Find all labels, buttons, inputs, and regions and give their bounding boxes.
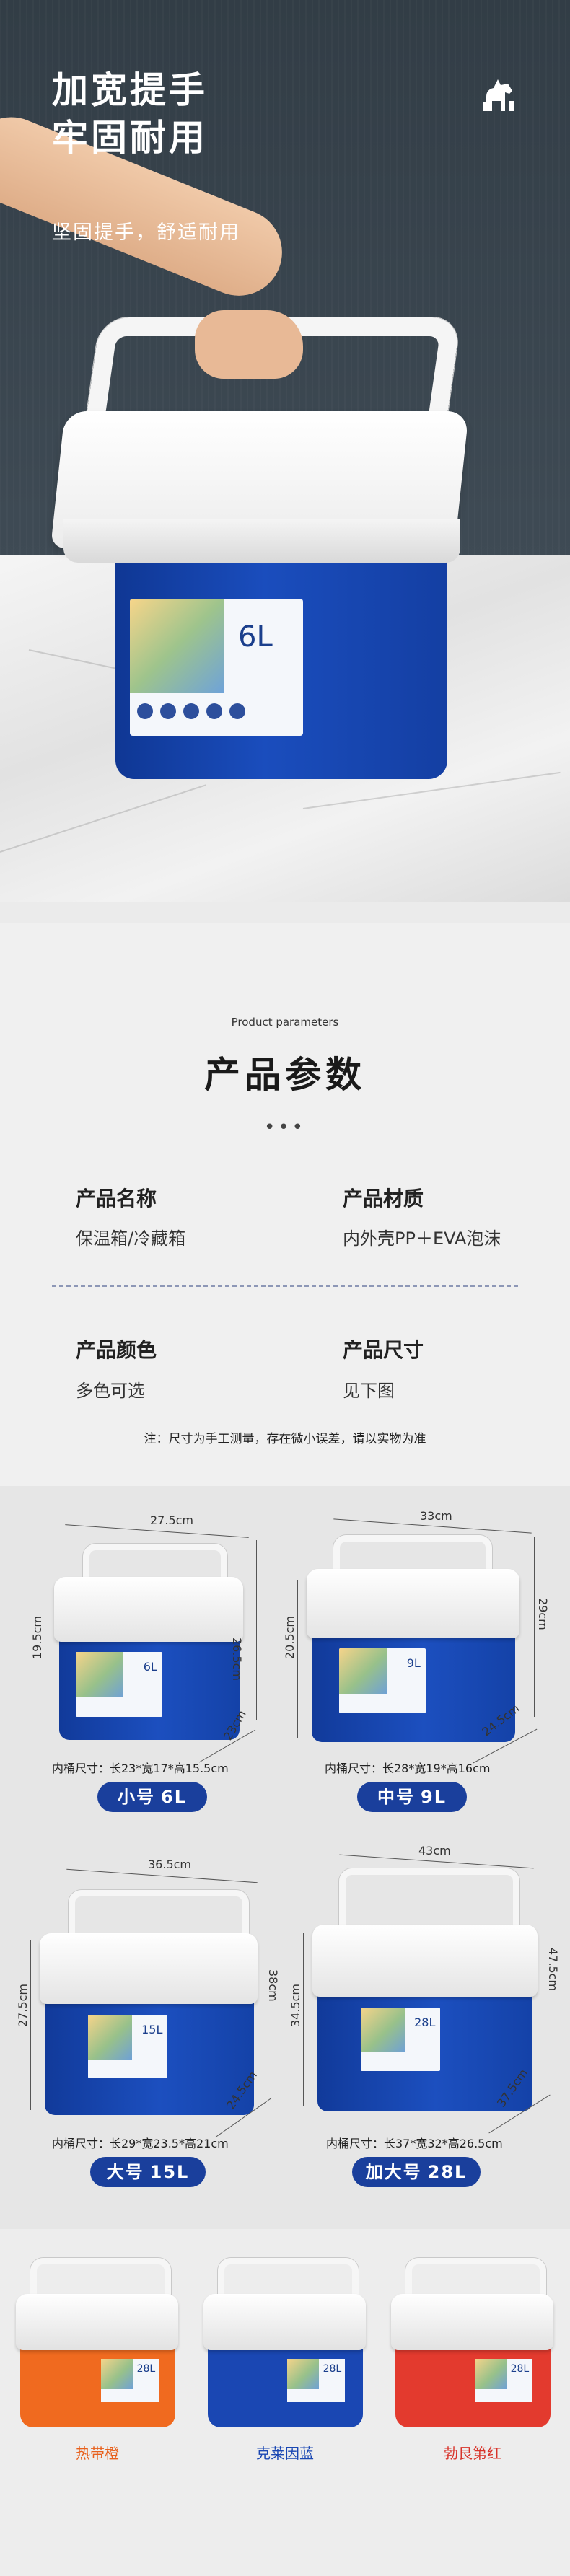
height-dimension-line — [534, 1537, 535, 1717]
family-photo — [88, 2015, 132, 2060]
total-height-dimension: 47.5cm — [546, 1948, 560, 1992]
cooler-sticker: 28L — [287, 2359, 345, 2402]
cooler-volume-label: 9L — [406, 1656, 421, 1670]
body-height-dimension-line — [297, 1580, 298, 1738]
hero-title-line1: 加宽提手 — [52, 69, 208, 111]
hero-title-line2: 牢固耐用 — [52, 117, 208, 159]
feature-icon — [229, 703, 245, 719]
inner-size: 内桶尺寸：长37*宽32*高26.5cm — [326, 2137, 503, 2150]
param-value-size: 见下图 — [343, 1381, 395, 1401]
cooler-volume-label: 28L — [414, 2015, 436, 2029]
cooler-volume-label: 28L — [323, 2363, 342, 2375]
body-height-dimension: 27.5cm — [16, 1983, 30, 2027]
inner-size: 内桶尺寸：长23*宽17*高15.5cm — [52, 1762, 229, 1775]
body-height-dimension: 34.5cm — [289, 1983, 302, 2027]
feature-icon — [137, 703, 153, 719]
cooler-sticker: 28L — [475, 2359, 532, 2402]
params-divider — [52, 1285, 518, 1287]
height-dimension-line — [256, 1540, 257, 1720]
cooler-sticker: 28L — [101, 2359, 159, 2402]
cooler-lid — [203, 2294, 366, 2350]
width-dimension: 27.5cm — [150, 1513, 194, 1527]
param-label-color: 产品颜色 — [76, 1338, 157, 1362]
feature-icon — [160, 703, 176, 719]
color-name-red: 勃艮第红 — [444, 2445, 501, 2462]
params-dots: ••• — [263, 1117, 306, 1138]
total-height-dimension: 38cm — [266, 1969, 280, 2002]
inner-size: 内桶尺寸：长29*宽23.5*高21cm — [52, 2137, 229, 2150]
size-tag-medium: 中号 9L — [357, 1782, 467, 1812]
feature-icon — [183, 703, 199, 719]
feature-icons — [137, 703, 245, 719]
width-dimension: 36.5cm — [148, 1858, 192, 1871]
param-label-material: 产品材质 — [343, 1187, 424, 1210]
param-value-material: 内外壳PP＋EVA泡沫 — [343, 1228, 501, 1249]
hero-section: 6L 加宽提手 牢固耐用 坚固提手，舒适耐用 — [0, 0, 570, 902]
size-tag-volume: 15L — [149, 2162, 190, 2182]
total-height-dimension: 26.5cm — [230, 1638, 244, 1682]
param-label-size: 产品尺寸 — [343, 1338, 424, 1362]
cooler-lid — [54, 1577, 243, 1642]
size-tag-volume: 9L — [421, 1787, 447, 1807]
cooler-lid-front — [63, 519, 460, 563]
body-height-dimension: 19.5cm — [30, 1615, 44, 1659]
family-photo — [339, 1648, 387, 1694]
param-label-name: 产品名称 — [76, 1187, 157, 1210]
family-photo — [287, 2359, 319, 2389]
family-photo — [361, 2008, 405, 2052]
width-dimension: 33cm — [420, 1509, 452, 1523]
hero-title: 加宽提手 牢固耐用 — [52, 66, 208, 162]
size-tag-volume: 28L — [427, 2162, 468, 2182]
size-tag-name: 小号 — [118, 1787, 155, 1807]
hand-image — [195, 310, 303, 379]
body-height-dimension-line — [303, 1933, 304, 2106]
cooler-lid — [312, 1925, 538, 1997]
params-section — [0, 923, 570, 1486]
color-name-orange: 热带橙 — [76, 2445, 119, 2462]
cooler-volume-label: 6L — [143, 1659, 157, 1674]
cooler-sticker: 9L — [339, 1648, 426, 1713]
size-tag-name: 加大号 — [365, 2162, 422, 2182]
size-tag-name: 中号 — [377, 1787, 415, 1807]
horse-logo-icon — [483, 79, 514, 111]
body-height-dimension: 20.5cm — [283, 1615, 297, 1659]
family-photo — [76, 1652, 123, 1697]
size-tag-volume: 6L — [161, 1787, 187, 1807]
feature-icon — [206, 703, 222, 719]
body-height-dimension-line — [30, 1940, 31, 2110]
cooler-sticker: 6L — [130, 599, 303, 736]
param-value-name: 保温箱/冷藏箱 — [76, 1228, 186, 1249]
cooler-sticker: 28L — [361, 2008, 440, 2071]
cooler-volume-label: 28L — [136, 2363, 156, 2375]
cooler-volume-label: 6L — [238, 620, 273, 654]
hero-subtitle: 坚固提手，舒适耐用 — [52, 221, 240, 244]
cooler-lid — [307, 1569, 519, 1638]
params-heading-cn: 产品参数 — [204, 1054, 366, 1096]
color-name-blue: 克莱因蓝 — [256, 2445, 314, 2462]
total-height-dimension: 29cm — [536, 1598, 550, 1630]
cooler-sticker: 6L — [76, 1652, 162, 1717]
param-value-color: 多色可选 — [76, 1381, 145, 1401]
size-tag-name: 大号 — [106, 2162, 144, 2182]
family-photo — [475, 2359, 507, 2389]
width-dimension: 43cm — [418, 1844, 451, 1858]
cooler-sticker: 15L — [88, 2015, 167, 2078]
params-note: 注：尺寸为手工测量，存在微小误差，请以实物为准 — [144, 1432, 426, 1446]
inner-size: 内桶尺寸：长28*宽19*高16cm — [325, 1762, 491, 1775]
cooler-lid — [40, 1933, 258, 2004]
cooler-lid — [391, 2294, 553, 2350]
params-heading-en: Product parameters — [231, 1016, 339, 1029]
cooler-volume-label: 28L — [510, 2363, 530, 2375]
family-photo — [101, 2359, 133, 2389]
family-photo — [130, 599, 224, 693]
cooler-lid — [16, 2294, 178, 2350]
cooler-volume-label: 15L — [141, 2022, 163, 2036]
size-tag-small: 小号 6L — [97, 1782, 207, 1812]
